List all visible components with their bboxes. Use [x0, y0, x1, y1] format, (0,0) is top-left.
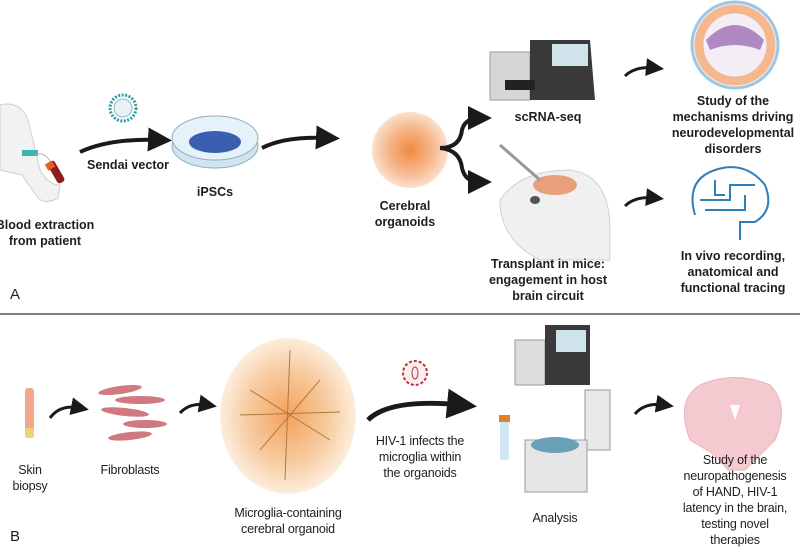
label-hiv-infects: HIV-1 infects the microglia within the org… — [375, 433, 465, 481]
brain-coronal-icon — [683, 377, 782, 471]
text: from patient — [8, 234, 82, 248]
arrow-to-ipscs — [79, 127, 172, 154]
brain-circuit-icon — [691, 166, 770, 240]
analysis-equipment-icon — [499, 325, 611, 493]
arrow-to-fibroblasts — [48, 397, 89, 419]
text: functional tracing — [680, 281, 786, 295]
microglia-organoid-icon — [220, 338, 356, 494]
arrow-to-analysis — [366, 388, 477, 422]
arrow-to-study — [633, 394, 674, 416]
text: Cerebral — [379, 199, 431, 213]
label-fibroblasts: Fibroblasts — [100, 463, 160, 477]
text: cerebral organoid — [241, 522, 335, 536]
fibroblasts-icon — [98, 384, 167, 441]
label-skin-biopsy: Skin biopsy — [13, 462, 48, 494]
arm-blood-draw-icon — [0, 103, 65, 202]
arrows-to-outcomes — [623, 58, 664, 208]
label-analysis: Analysis — [532, 511, 578, 525]
label-mechanisms: Study of the mechanisms driving neurodevel… — [672, 93, 794, 157]
petri-dish-icon — [171, 115, 259, 169]
panel-letter-a: A — [10, 286, 21, 303]
text: of HAND, HIV-1 — [692, 485, 778, 499]
label-blood-extraction: Blood extraction from patient — [0, 217, 94, 249]
arrow-to-organoid — [178, 394, 217, 415]
text: Microglia-containing — [234, 506, 342, 520]
sequencer-icon — [489, 40, 595, 101]
text: testing novel — [701, 517, 769, 531]
label-sendai-vector: Sendai vector — [87, 158, 169, 172]
text: microglia within — [378, 450, 462, 464]
fork-arrow — [439, 106, 492, 194]
text: disorders — [704, 142, 762, 156]
arrow-to-organoids — [261, 125, 340, 150]
text: neurodevelopmental — [671, 126, 795, 140]
text: mechanisms driving — [672, 110, 794, 124]
text: HIV-1 infects the — [375, 434, 465, 448]
text: Skin — [18, 463, 42, 477]
text: engagement in host — [488, 273, 608, 287]
skin-biopsy-icon — [25, 388, 34, 438]
text: organoids — [374, 215, 436, 229]
text: biopsy — [12, 479, 48, 493]
label-ipscs: iPSCs — [196, 185, 234, 199]
sendai-virus-icon — [108, 93, 138, 123]
text: Transplant in mice: — [491, 257, 605, 271]
text: Blood extraction — [0, 218, 95, 232]
text: In vivo recording, — [680, 249, 786, 263]
label-in-vivo: In vivo recording, anatomical and function… — [681, 248, 786, 296]
cerebral-organoid-icon — [372, 112, 448, 188]
text: Study of the — [702, 453, 768, 467]
label-study-hand: Study of the neuropathogenesis of HAND, HI… — [683, 452, 787, 547]
text: Study of the — [696, 94, 770, 108]
panel-letter-b: B — [10, 528, 21, 545]
text: anatomical and — [687, 265, 779, 279]
text: brain circuit — [512, 289, 584, 303]
text: the organoids — [383, 466, 457, 480]
label-cerebral-organoids: Cerebral organoids — [375, 198, 435, 230]
label-transplant: Transplant in mice: engagement in host bra… — [489, 256, 607, 304]
label-microglia-organoid: Microglia-containing cerebral organoid — [234, 505, 341, 537]
text: therapies — [710, 533, 760, 547]
text: neuropathogenesis — [683, 469, 787, 483]
label-scrna-seq: scRNA-seq — [514, 110, 582, 124]
text: latency in the brain, — [682, 501, 788, 515]
embryo-cells-icon — [690, 0, 780, 90]
mouse-transplant-icon — [499, 143, 611, 261]
hiv-virus-icon — [402, 360, 428, 386]
